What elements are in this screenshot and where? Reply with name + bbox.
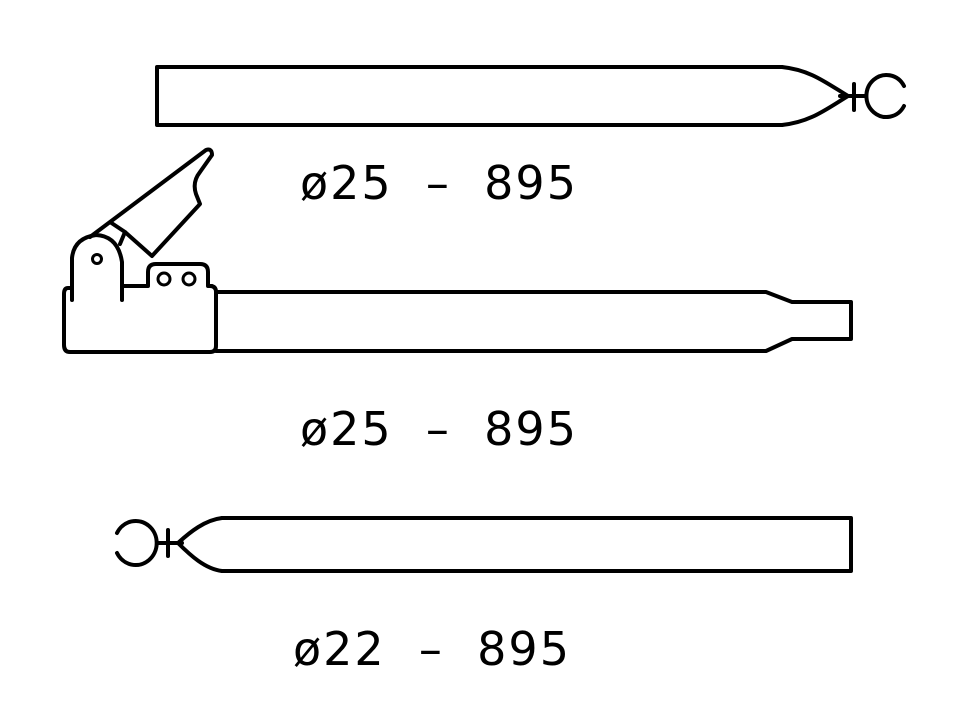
clamp-lever xyxy=(88,147,214,258)
bottom-pole-dimension-label: ø22 – 895 xyxy=(293,622,571,676)
top-pole-taper xyxy=(780,65,850,127)
middle-pole xyxy=(62,147,853,354)
clamp-housing xyxy=(62,262,218,354)
bottom-pole-ring-icon xyxy=(115,519,159,567)
clamp-knuckle xyxy=(70,233,124,302)
top-pole-body xyxy=(155,65,784,127)
middle-pole-body xyxy=(214,290,853,353)
top-pole-ring-icon xyxy=(864,73,906,119)
top-pole-dimension-label: ø25 – 895 xyxy=(300,156,578,210)
bottom-pole-body xyxy=(220,516,853,573)
bottom-pole-taper xyxy=(176,516,224,573)
top-pole xyxy=(155,65,906,127)
middle-pole-dimension-label: ø25 – 895 xyxy=(300,402,578,456)
rivet-icon xyxy=(181,271,197,287)
bottom-pole xyxy=(115,516,853,573)
pivot-hole-icon xyxy=(91,253,103,265)
rivet-icon xyxy=(156,271,172,287)
